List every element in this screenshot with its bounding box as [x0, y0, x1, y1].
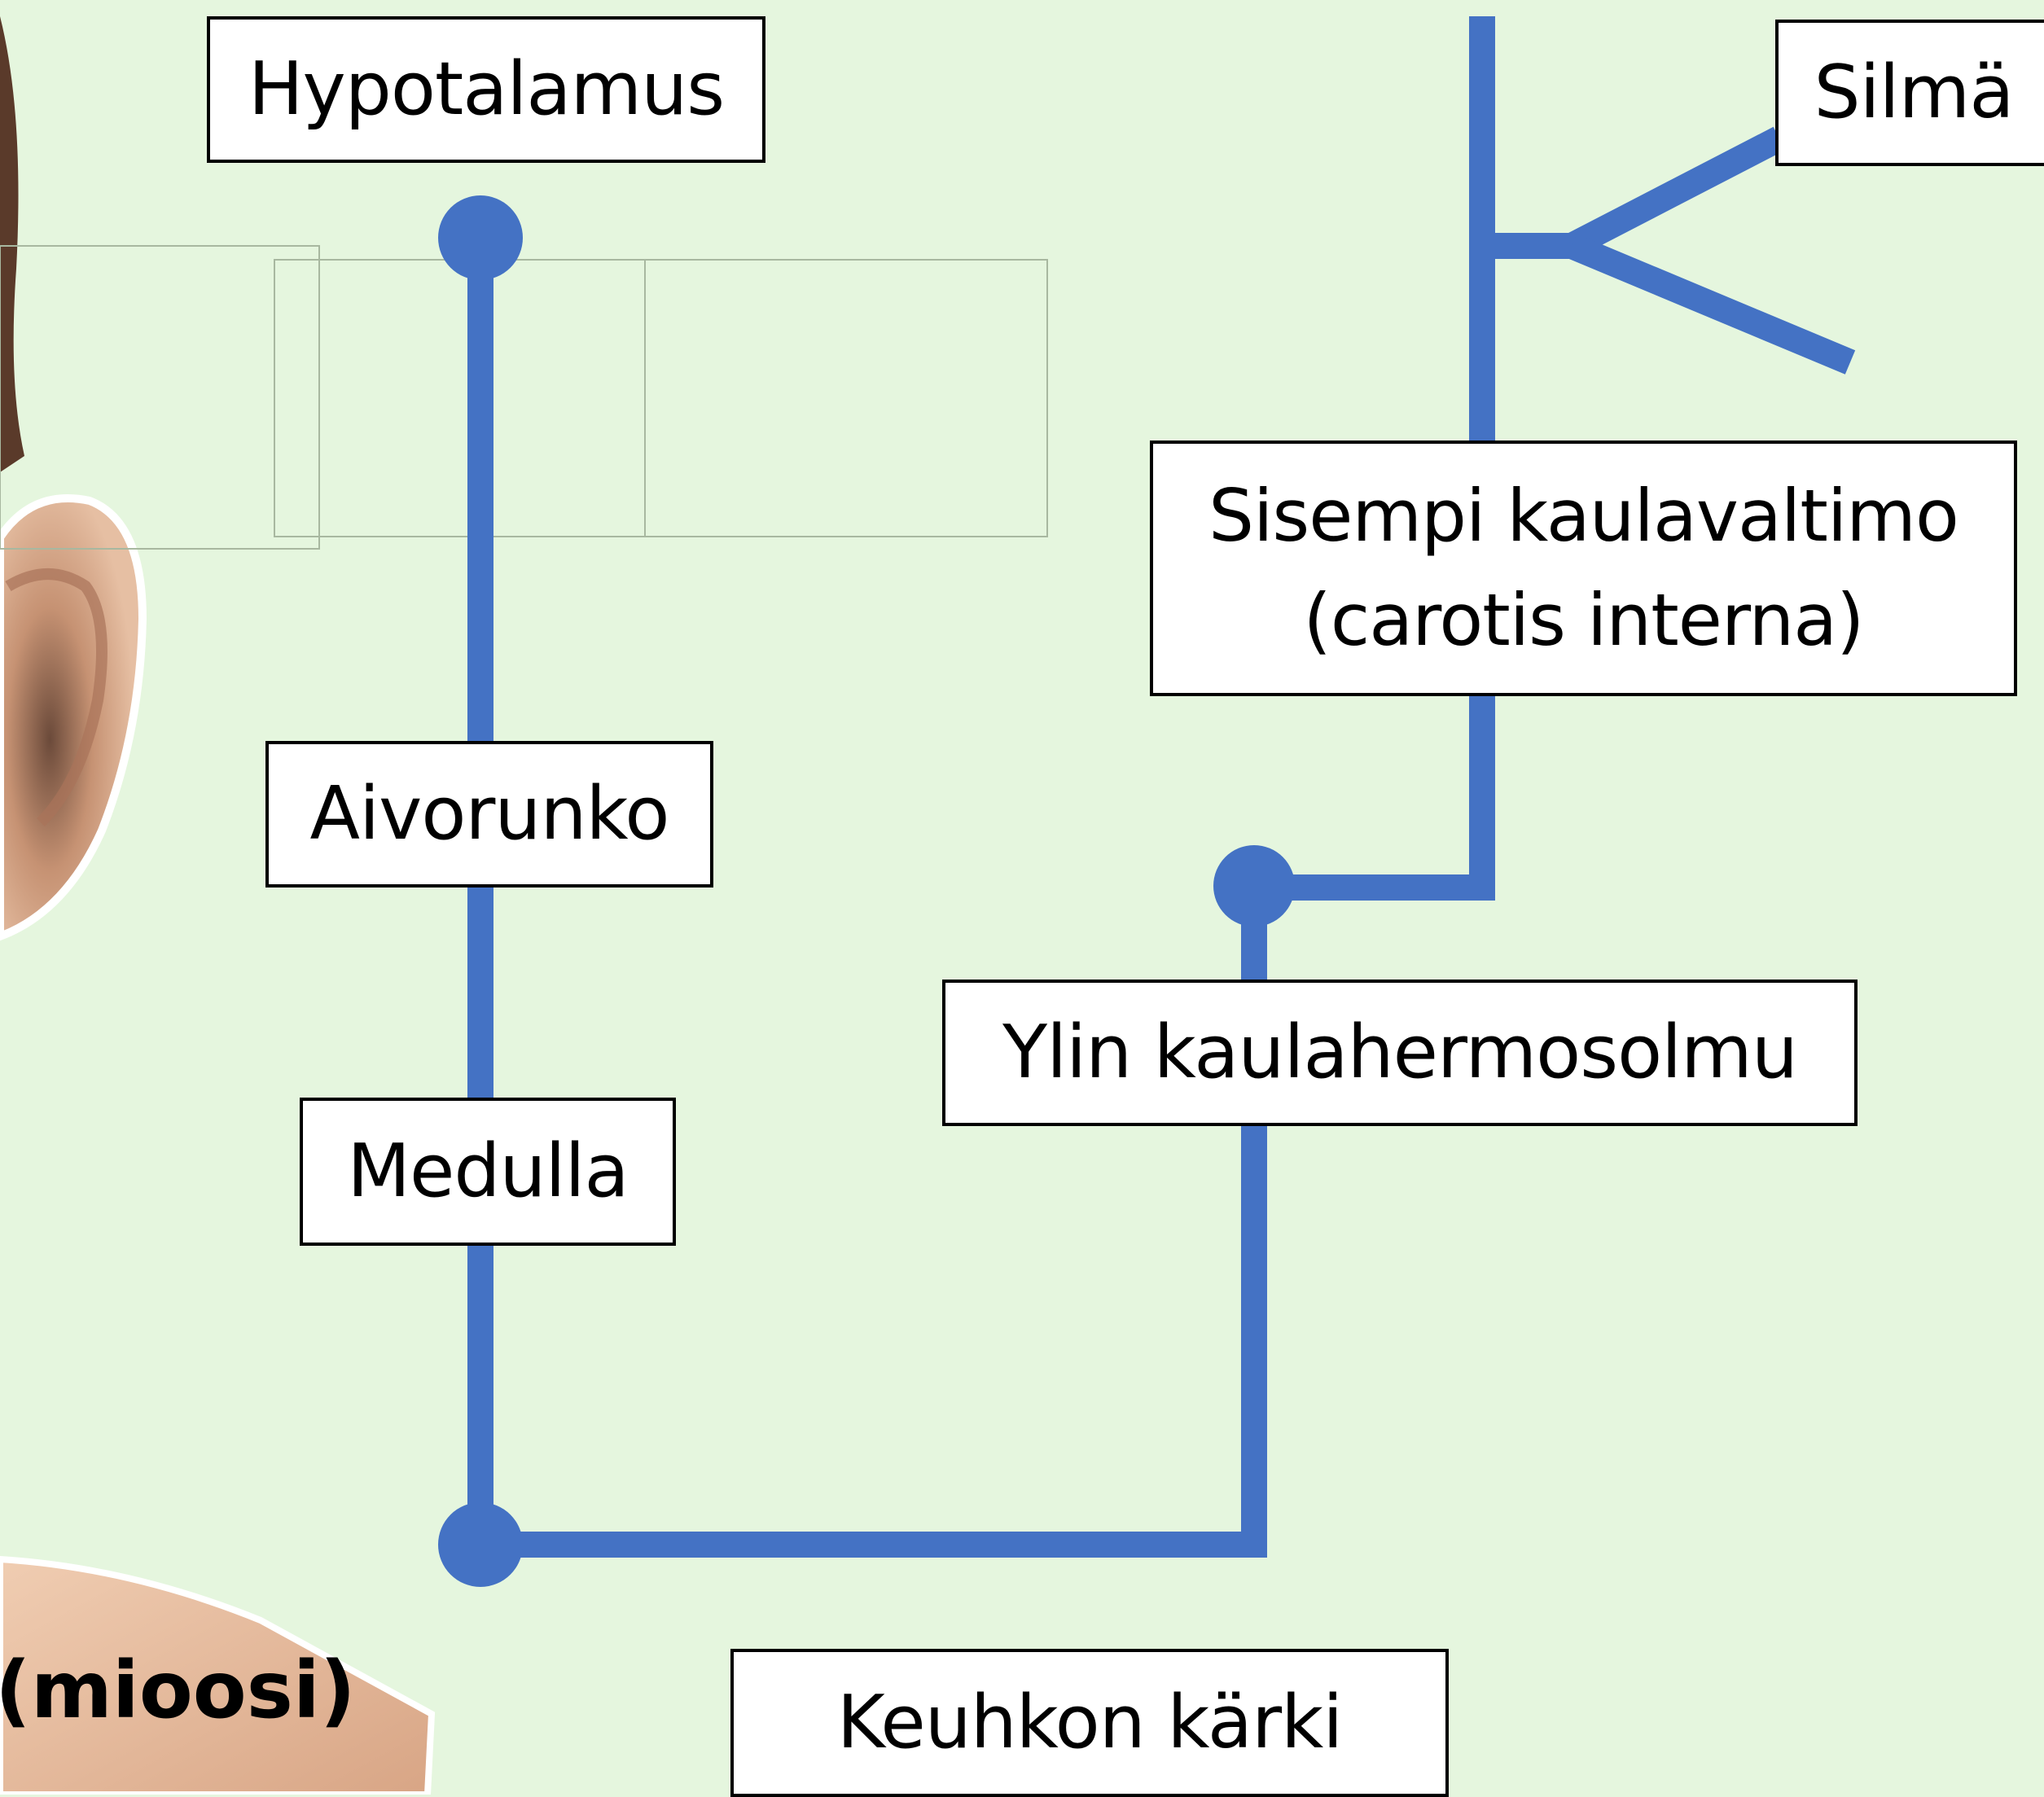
miosis-caption: (mioosi)	[0, 1645, 356, 1736]
synapse-nodes	[438, 195, 1295, 1587]
faint-outline-boxes	[0, 245, 1048, 550]
spinal-cord-node	[438, 1502, 523, 1587]
third-order-neuron	[1254, 16, 1495, 901]
internal-carotid-line2: (carotis interna)	[1303, 578, 1864, 662]
lung-apex-label: Keuhkon kärki	[730, 1649, 1449, 1797]
ganglion-node	[1213, 845, 1295, 927]
superior-cervical-ganglion-label: Ylin kaulahermosolmu	[942, 980, 1858, 1126]
brainstem-text: Aivorunko	[309, 771, 670, 857]
head-illustration	[0, 16, 436, 1795]
eye-branch-upper	[1565, 126, 1786, 258]
lung-apex-text: Keuhkon kärki	[836, 1680, 1343, 1765]
medulla-label: Medulla	[300, 1098, 676, 1246]
internal-carotid-label: Sisempi kaulavaltimo (carotis interna)	[1150, 440, 2017, 696]
ear-inner	[5, 568, 107, 826]
superior-cervical-ganglion-text: Ylin kaulahermosolmu	[1002, 1010, 1798, 1095]
eye-label: Silmä	[1775, 20, 2044, 166]
internal-carotid-line1: Sisempi kaulavaltimo	[1208, 474, 1959, 559]
eye-text: Silmä	[1814, 50, 2015, 135]
hair-strand	[0, 16, 24, 472]
brainstem-label: Aivorunko	[265, 741, 713, 888]
shoulder-skin	[0, 1555, 436, 1795]
faint-box	[0, 245, 320, 550]
hypothalamus-text: Hypotalamus	[248, 46, 725, 132]
faint-box	[274, 259, 646, 537]
eye-branch-lower	[1566, 234, 1856, 375]
ear-outer	[0, 494, 147, 941]
hypothalamus-label: Hypotalamus	[207, 16, 765, 163]
hypothalamus-node	[438, 195, 523, 280]
faint-box	[644, 259, 1048, 537]
medulla-text: Medulla	[347, 1129, 629, 1214]
